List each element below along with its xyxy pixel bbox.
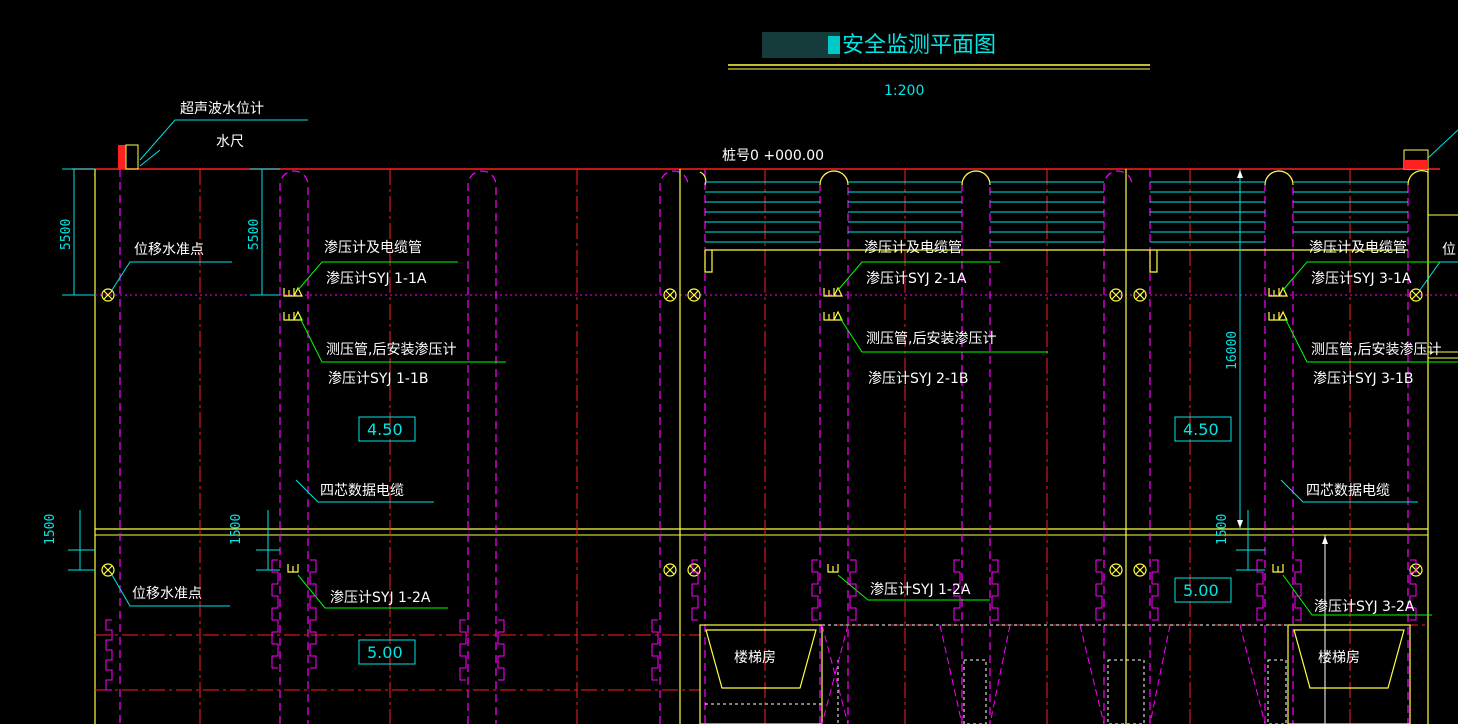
elevation-lower-right: 5.00 bbox=[1183, 581, 1219, 600]
disp-symbol bbox=[1133, 563, 1147, 577]
disp-symbol bbox=[663, 288, 677, 302]
disp-symbol bbox=[1109, 288, 1123, 302]
label-syj-2-1a: 渗压计SYJ 2-1A bbox=[866, 271, 967, 287]
label-pz-cable-3: 渗压计及电缆管 bbox=[1309, 240, 1407, 256]
disp-symbol bbox=[687, 288, 701, 302]
gauge-leader bbox=[139, 149, 161, 167]
label-pipe-3: 测压管,后安装渗压计 bbox=[1311, 342, 1441, 358]
disp-symbol bbox=[101, 288, 115, 302]
water-gauge-marker bbox=[118, 145, 126, 169]
disp-symbol bbox=[1409, 288, 1423, 302]
label-pipe-2: 测压管,后安装渗压计 bbox=[866, 331, 996, 347]
label-pz-cable-2: 渗压计及电缆管 bbox=[864, 240, 962, 256]
dimension-ticks bbox=[1237, 170, 1328, 544]
dim-5500-a: 5500 bbox=[59, 219, 74, 250]
disp-symbol bbox=[1133, 288, 1147, 302]
label-syj-1-2a-mid: 渗压计SYJ 1-2A bbox=[870, 582, 971, 598]
disp-symbol bbox=[663, 563, 677, 577]
label-syj-3-1b: 渗压计SYJ 3-1B bbox=[1313, 371, 1414, 387]
magenta-piers bbox=[119, 169, 1409, 724]
green-leaders bbox=[297, 261, 1458, 616]
label-cable-1: 四芯数据电缆 bbox=[320, 483, 404, 499]
yellow-piers bbox=[679, 169, 1429, 724]
piezometer-symbols bbox=[283, 286, 1288, 573]
dim-5500-b: 5500 bbox=[247, 219, 262, 250]
elevation-lower-left: 5.00 bbox=[367, 643, 403, 662]
dimension-lines bbox=[62, 168, 1326, 724]
pier-notches bbox=[105, 559, 1417, 691]
drawing-title: 安全监测平面图 bbox=[842, 33, 996, 58]
label-edge-right: 位 bbox=[1442, 242, 1456, 258]
redacted-block-edge bbox=[828, 36, 840, 54]
dim-1500-c: 1500 bbox=[1215, 514, 1230, 545]
label-stair-1: 楼梯房 bbox=[734, 650, 776, 666]
label-pipe-1: 测压管,后安装渗压计 bbox=[326, 342, 456, 358]
label-syj-2-1b: 渗压计SYJ 2-1B bbox=[868, 371, 969, 387]
disp-symbol bbox=[687, 563, 701, 577]
gate-frames bbox=[704, 249, 1408, 273]
right-gauge-marker bbox=[1404, 160, 1428, 169]
label-syj-3-2a: 渗压计SYJ 3-2A bbox=[1314, 599, 1415, 615]
disp-symbol bbox=[101, 563, 115, 577]
label-cable-2: 四芯数据电缆 bbox=[1306, 483, 1390, 499]
label-syj-1-2a-left: 渗压计SYJ 1-2A bbox=[330, 590, 431, 606]
stair-room-frames bbox=[699, 624, 1411, 724]
right-edge-details bbox=[1403, 149, 1458, 359]
label-disp-point-top: 位移水准点 bbox=[134, 242, 204, 258]
station-label: 桩号0 +000.00 bbox=[722, 147, 824, 164]
label-water-gauge: 水尺 bbox=[216, 134, 244, 150]
label-stair-2: 楼梯房 bbox=[1318, 650, 1360, 666]
label-ultrasonic: 超声波水位计 bbox=[180, 101, 264, 117]
disp-symbol bbox=[1109, 563, 1123, 577]
dim-1500-b: 1500 bbox=[229, 514, 244, 545]
label-disp-point-bottom: 位移水准点 bbox=[132, 586, 202, 602]
label-pz-cable-1: 渗压计及电缆管 bbox=[324, 240, 422, 256]
elevation-upper-right: 4.50 bbox=[1183, 420, 1219, 439]
label-syj-1-1a: 渗压计SYJ 1-1A bbox=[326, 271, 427, 287]
drawing-scale: 1:200 bbox=[884, 83, 924, 99]
label-syj-1-1b: 渗压计SYJ 1-1B bbox=[328, 371, 429, 387]
lower-white-dashes bbox=[705, 624, 1288, 724]
cyan-leaders bbox=[111, 261, 1458, 607]
dim-16000: 16000 bbox=[1225, 331, 1240, 370]
label-syj-3-1a: 渗压计SYJ 3-1A bbox=[1311, 271, 1412, 287]
right-leader bbox=[1427, 129, 1458, 159]
ultrasonic-leader bbox=[139, 119, 176, 161]
ultrasonic-marker bbox=[125, 144, 139, 170]
dim-1500-a: 1500 bbox=[43, 514, 58, 545]
gate-hatching bbox=[705, 181, 1408, 243]
redacted-block bbox=[762, 32, 840, 58]
elevation-upper-left: 4.50 bbox=[367, 420, 403, 439]
elevation-boxes bbox=[358, 416, 1232, 665]
displacement-symbols bbox=[101, 288, 1423, 577]
lower-magenta-diagonals bbox=[821, 624, 1266, 724]
